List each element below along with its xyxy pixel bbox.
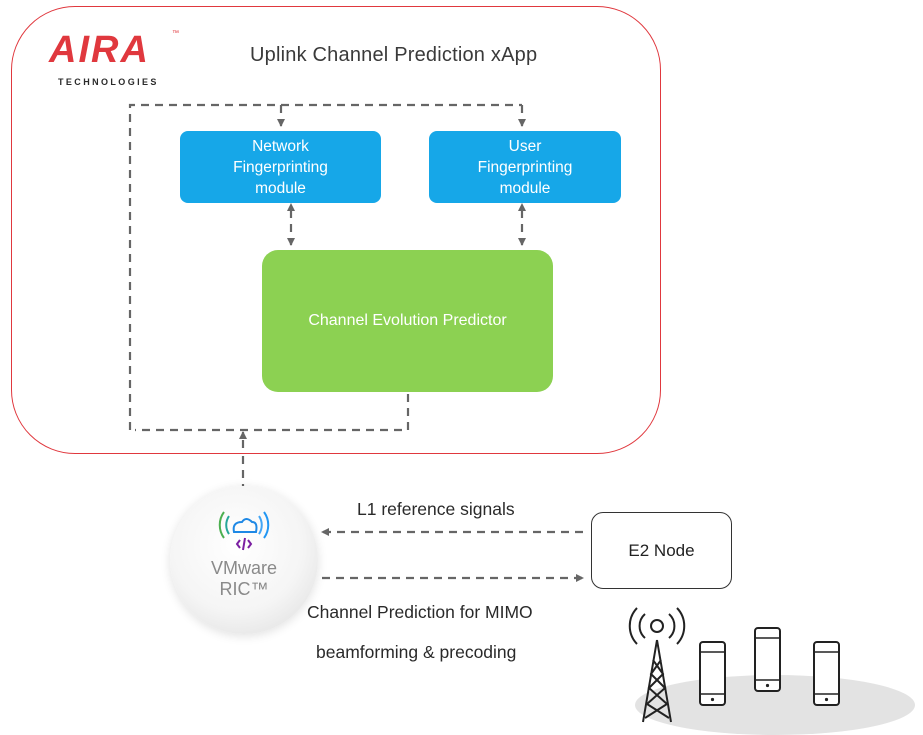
top-bus-line	[128, 103, 522, 430]
user-fingerprinting-module: User Fingerprinting module	[429, 131, 621, 203]
logo-trademark: ™	[172, 30, 179, 37]
vmware-ric: VMware RIC™	[170, 486, 318, 634]
xapp-title: Uplink Channel Prediction xApp	[250, 44, 538, 66]
logo-subtitle: TECHNOLOGIES	[58, 77, 159, 87]
radio-tower-icon	[628, 607, 686, 723]
cloud-code-icon	[218, 511, 270, 551]
ric-name-line2: RIC™	[219, 579, 269, 599]
l1-signals-label: L1 reference signals	[357, 499, 515, 519]
smartphone-icon	[813, 641, 840, 706]
ric-name: VMware	[210, 558, 277, 578]
predictor-output-arrow	[135, 394, 410, 432]
e2-node: E2 Node	[591, 512, 732, 589]
smartphone-icon	[754, 627, 781, 692]
prediction-label-line2: beamforming & precoding	[316, 642, 517, 662]
smartphone-icon	[699, 641, 726, 706]
channel-evolution-predictor: Channel Evolution Predictor	[262, 250, 553, 392]
prediction-label-line1: Channel Prediction for MIMO	[307, 602, 533, 622]
xapp-frame	[11, 6, 661, 454]
network-fingerprinting-module: Network Fingerprinting module	[180, 131, 381, 203]
company-logo: AIRA	[49, 29, 150, 71]
